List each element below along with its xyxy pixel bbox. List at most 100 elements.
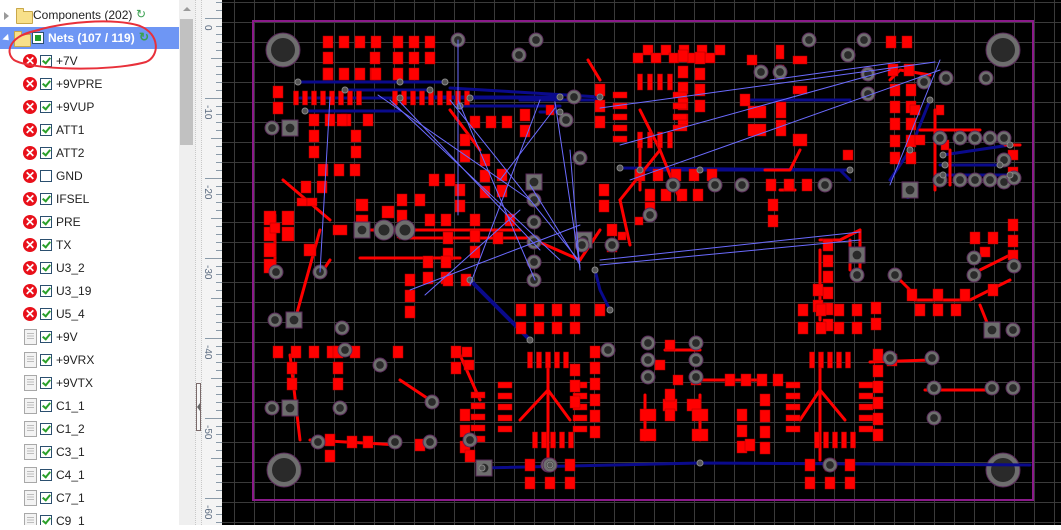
smd-pad bbox=[872, 412, 884, 426]
net-item[interactable]: ✕ATT2 bbox=[0, 141, 179, 164]
net-item[interactable]: C1_2 bbox=[0, 417, 179, 440]
document-icon bbox=[24, 421, 37, 437]
error-icon: ✕ bbox=[23, 77, 37, 91]
pcb-canvas[interactable] bbox=[222, 0, 1061, 525]
smd-pad bbox=[300, 180, 312, 194]
error-icon: ✕ bbox=[23, 100, 37, 114]
collapse-panel-handle[interactable] bbox=[196, 383, 201, 431]
net-item[interactable]: ✕+7V bbox=[0, 49, 179, 72]
net-checkbox[interactable] bbox=[40, 308, 52, 320]
drill-hole bbox=[757, 68, 765, 76]
net-item[interactable]: ✕ATT1 bbox=[0, 118, 179, 141]
smd-pad bbox=[354, 35, 366, 49]
document-icon bbox=[24, 329, 37, 345]
smd-pad bbox=[308, 145, 320, 159]
net-checkbox[interactable] bbox=[40, 515, 52, 525]
smd-pad bbox=[440, 213, 452, 227]
via bbox=[696, 166, 704, 174]
net-item[interactable]: +9V bbox=[0, 325, 179, 348]
tree-node-components[interactable]: Components (202) ↻ bbox=[0, 4, 179, 27]
net-checkbox[interactable] bbox=[40, 147, 52, 159]
net-item[interactable]: +9VTX bbox=[0, 371, 179, 394]
net-item[interactable]: ✕+9VPRE bbox=[0, 72, 179, 95]
net-item[interactable]: ✕GND bbox=[0, 164, 179, 187]
drill-hole bbox=[608, 241, 616, 249]
net-checkbox[interactable] bbox=[40, 285, 52, 297]
net-checkbox[interactable] bbox=[40, 216, 52, 228]
net-item[interactable]: ✕IFSEL bbox=[0, 187, 179, 210]
net-item[interactable]: ✕TX bbox=[0, 233, 179, 256]
via bbox=[606, 306, 614, 314]
smd-pad bbox=[469, 245, 481, 259]
ruler-label: -30 bbox=[202, 265, 213, 280]
net-checkbox[interactable] bbox=[40, 193, 52, 205]
net-checkbox[interactable] bbox=[40, 124, 52, 136]
net-item[interactable]: ✕U3_2 bbox=[0, 256, 179, 279]
net-item[interactable]: ✕U3_19 bbox=[0, 279, 179, 302]
net-checkbox[interactable] bbox=[40, 262, 52, 274]
top-trace bbox=[798, 358, 822, 422]
smd-pad bbox=[424, 213, 436, 227]
net-item[interactable]: ✕+9VUP bbox=[0, 95, 179, 118]
smd-pad bbox=[356, 90, 362, 106]
collapse-arrow-icon[interactable] bbox=[2, 33, 12, 44]
mounting-drill bbox=[991, 458, 1015, 482]
net-checkbox[interactable] bbox=[40, 331, 52, 343]
net-checkbox[interactable] bbox=[40, 354, 52, 366]
net-checkbox[interactable] bbox=[40, 170, 52, 182]
smd-pad bbox=[1007, 249, 1019, 261]
drill-hole bbox=[971, 176, 979, 184]
scroll-up-arrow-icon[interactable] bbox=[183, 7, 191, 11]
drill-hole bbox=[970, 254, 978, 262]
net-item[interactable]: C1_1 bbox=[0, 394, 179, 417]
tree-node-nets[interactable]: Nets (107 / 119) ↻ bbox=[0, 27, 179, 49]
net-checkbox[interactable] bbox=[40, 78, 52, 90]
smd-pad bbox=[634, 216, 644, 226]
smd-pad bbox=[569, 303, 581, 317]
expand-arrow-icon[interactable] bbox=[4, 12, 9, 20]
net-item[interactable]: C4_1 bbox=[0, 463, 179, 486]
net-checkbox[interactable] bbox=[40, 423, 52, 435]
smd-pad bbox=[740, 373, 752, 387]
drill-hole bbox=[314, 438, 322, 446]
smd-pad bbox=[338, 35, 350, 49]
smd-pad bbox=[324, 433, 336, 447]
net-item[interactable]: C3_1 bbox=[0, 440, 179, 463]
refresh-icon[interactable]: ↻ bbox=[136, 7, 147, 21]
net-checkbox[interactable] bbox=[40, 400, 52, 412]
smd-pad bbox=[775, 101, 787, 119]
smd-pad bbox=[404, 289, 416, 303]
net-checkbox[interactable] bbox=[40, 55, 52, 67]
smd-pad bbox=[296, 197, 308, 207]
pcb-board-view[interactable] bbox=[222, 0, 1061, 525]
scrollbar-thumb[interactable] bbox=[180, 19, 193, 145]
net-item[interactable]: ✕PRE bbox=[0, 210, 179, 233]
ratsnest-line bbox=[599, 239, 861, 266]
mounting-drill bbox=[272, 458, 296, 482]
net-item[interactable]: C7_1 bbox=[0, 486, 179, 509]
net-item[interactable]: ✕U5_4 bbox=[0, 302, 179, 325]
net-checkbox[interactable] bbox=[40, 377, 52, 389]
net-item[interactable]: C9_1 bbox=[0, 509, 179, 525]
net-checkbox[interactable] bbox=[40, 239, 52, 251]
via bbox=[596, 93, 604, 101]
refresh-icon[interactable]: ↻ bbox=[139, 30, 150, 44]
smd-pad bbox=[901, 35, 913, 49]
net-checkbox[interactable] bbox=[40, 101, 52, 113]
net-checkbox[interactable] bbox=[40, 446, 52, 458]
drill-hole bbox=[853, 271, 861, 279]
via bbox=[526, 336, 534, 344]
nets-checkbox[interactable] bbox=[32, 32, 44, 44]
net-item[interactable]: +9VRX bbox=[0, 348, 179, 371]
panel-splitter[interactable] bbox=[195, 0, 202, 525]
net-checkbox[interactable] bbox=[40, 469, 52, 481]
drill-hole bbox=[285, 403, 295, 413]
net-checkbox[interactable] bbox=[40, 492, 52, 504]
smd-pad bbox=[858, 414, 874, 422]
smd-pad bbox=[392, 67, 404, 81]
smd-pad bbox=[414, 193, 426, 207]
smd-pad bbox=[792, 85, 808, 95]
smd-pad bbox=[303, 243, 317, 257]
smd-pad bbox=[889, 117, 901, 131]
sidebar-scrollbar[interactable] bbox=[179, 0, 195, 525]
